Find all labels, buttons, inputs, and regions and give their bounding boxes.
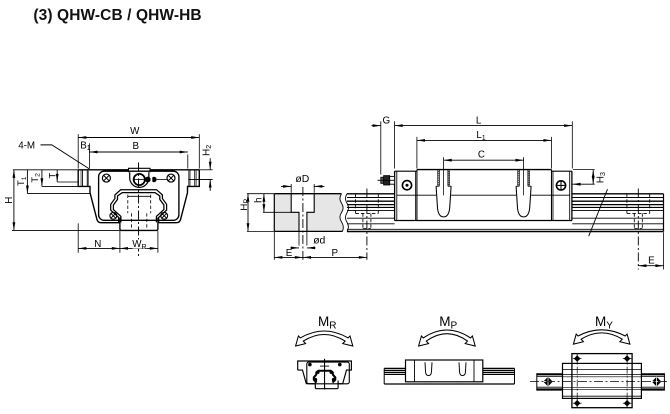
svg-text:ød: ød	[313, 236, 325, 247]
svg-text:B1: B1	[80, 140, 91, 152]
svg-text:WR: WR	[132, 239, 146, 251]
svg-text:øD: øD	[295, 174, 309, 185]
svg-text:E: E	[648, 256, 655, 267]
svg-text:L: L	[476, 115, 482, 126]
svg-text:4-M: 4-M	[18, 140, 35, 151]
svg-text:L1: L1	[476, 130, 485, 142]
svg-text:(3) QHW-CB / QHW-HB: (3) QHW-CB / QHW-HB	[33, 7, 201, 24]
svg-text:HR: HR	[239, 199, 251, 211]
svg-text:H2: H2	[201, 145, 213, 156]
svg-text:T1: T1	[15, 176, 28, 186]
svg-text:T: T	[47, 172, 58, 178]
svg-text:G: G	[382, 115, 390, 126]
svg-text:H: H	[4, 197, 15, 204]
svg-text:B: B	[133, 141, 140, 152]
svg-text:C: C	[478, 150, 485, 161]
svg-text:T2: T2	[29, 173, 42, 183]
svg-text:P: P	[332, 248, 339, 259]
svg-text:E: E	[286, 248, 293, 259]
svg-text:H3: H3	[595, 172, 607, 183]
svg-text:h: h	[254, 197, 265, 202]
svg-text:W: W	[130, 126, 140, 137]
svg-text:N: N	[94, 239, 101, 250]
